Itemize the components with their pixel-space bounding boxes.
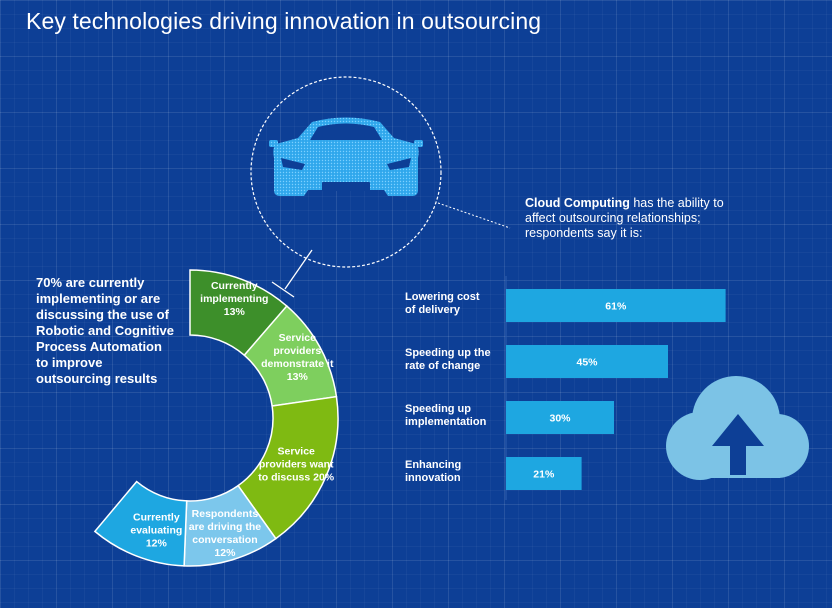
bar-value-label: 61% (605, 301, 627, 313)
donut-slice (237, 395, 339, 540)
page-title: Key technologies driving innovation in o… (26, 8, 542, 34)
bar (506, 289, 726, 322)
bar-chart: 61% 45% 30% 21% (505, 276, 726, 500)
bar (506, 401, 614, 434)
cloud-heading-rest: has the ability to affect outsourcing re… (525, 196, 724, 240)
bar (506, 457, 582, 490)
automation-intro-text: 70% are currently implementing or are di… (36, 275, 174, 386)
bar-value-label: 45% (576, 357, 598, 369)
donut-slice (93, 480, 188, 567)
cloud-connector-line (437, 202, 511, 229)
bar-value-label: 30% (549, 413, 571, 425)
cloud-heading-bold: Cloud Computing (525, 196, 630, 210)
cloud-computing-heading: Cloud Computing has the ability to affec… (525, 196, 755, 241)
circle-connector-line (284, 249, 313, 290)
bar-value-label: 21% (533, 469, 555, 481)
car-icon (269, 117, 423, 196)
cloud-upload-icon (666, 376, 809, 480)
connector-end-tick (271, 281, 295, 298)
car-icon-circle (250, 76, 442, 268)
bar (506, 345, 668, 378)
